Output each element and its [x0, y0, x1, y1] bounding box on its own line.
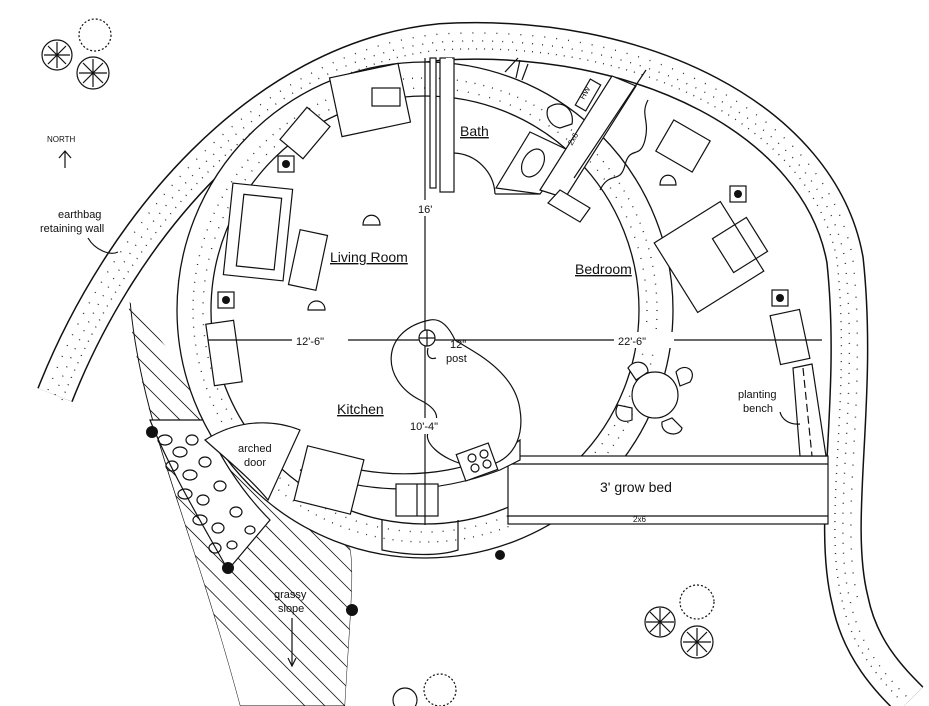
retaining-wall-label-2: retaining wall	[40, 223, 104, 235]
tree-icon	[41, 18, 112, 90]
downhill-arrow-icon	[287, 618, 297, 668]
boulder-icons	[146, 426, 505, 616]
stone-path	[149, 419, 271, 572]
planting-bench: planting bench	[738, 363, 827, 457]
north-radius-dimension: 16'	[418, 204, 432, 216]
planting-bench-label-1: planting	[738, 389, 777, 401]
bath-label: Bath	[460, 123, 489, 139]
grow-bed: 3' grow bed 2x6	[507, 455, 829, 525]
tree-icon	[392, 673, 457, 706]
grassy-slope-label-2: slope	[278, 603, 304, 615]
arched-door: arched door	[204, 422, 301, 502]
dimension-lines: 16' 12'-6" 22'-6" 10'-4"	[208, 58, 822, 525]
grassy-slope-label-1: grassy	[274, 589, 307, 601]
kitchen: Kitchen	[293, 319, 522, 556]
living-room-furniture: Living Room	[205, 62, 412, 387]
south-radius-dimension: 10'-4"	[410, 421, 438, 433]
planting-bench-label-2: bench	[743, 403, 773, 415]
west-radius-dimension: 12'-6"	[296, 336, 324, 348]
bedroom-furniture: Bedroom	[575, 119, 811, 366]
center-post: 12" post	[418, 329, 467, 365]
arched-door-label-1: arched	[238, 443, 272, 455]
north-label: NORTH	[47, 135, 76, 144]
post-label-1: 12"	[450, 339, 466, 351]
retaining-wall-label-1: earthbag	[58, 209, 101, 221]
earthbag-retaining-wall	[37, 22, 924, 706]
grow-bed-lumber-label: 2x6	[633, 515, 646, 524]
north-arrow: NORTH	[47, 135, 76, 168]
arched-door-label-2: door	[244, 457, 266, 469]
east-radius-dimension: 22'-6"	[618, 336, 646, 348]
post-label-2: post	[446, 353, 467, 365]
grow-bed-label: 3' grow bed	[600, 479, 672, 495]
tree-icon	[644, 584, 715, 659]
dining-table	[615, 361, 693, 435]
living-room-label: Living Room	[330, 249, 408, 265]
kitchen-label: Kitchen	[337, 401, 384, 417]
bath-walls: HW 2x6 Bath	[429, 57, 649, 223]
bedroom-label: Bedroom	[575, 261, 632, 277]
